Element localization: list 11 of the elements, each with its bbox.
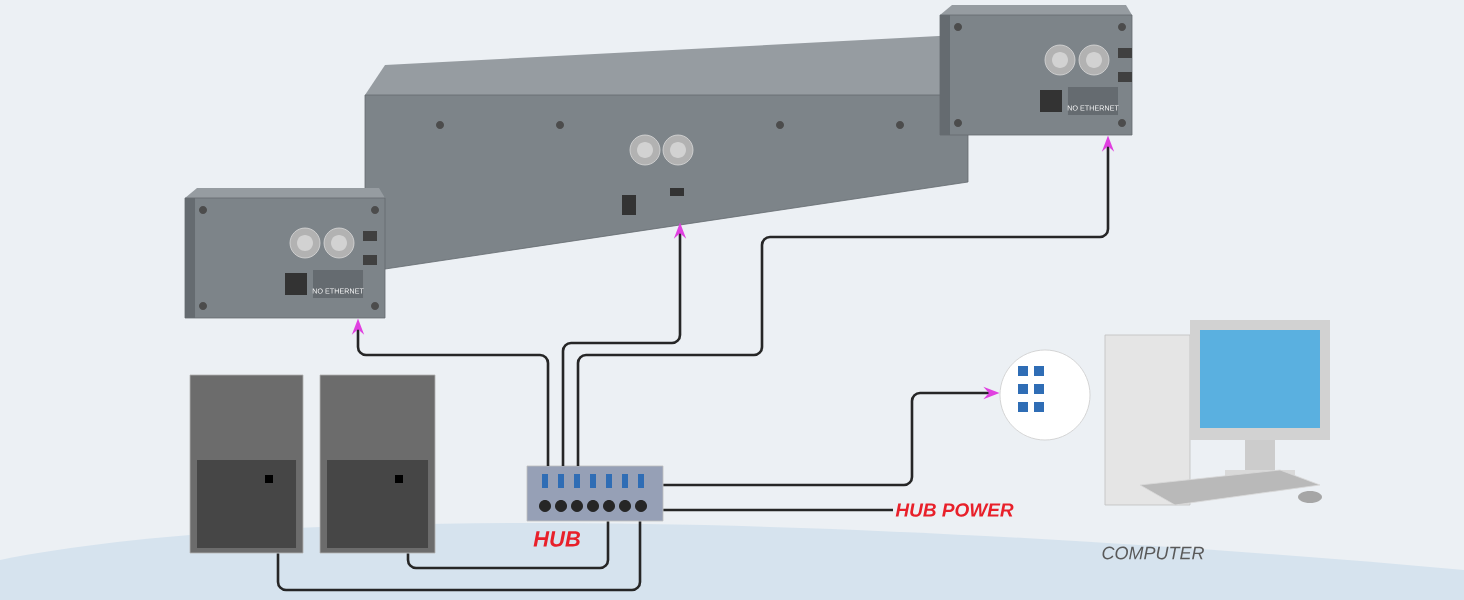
sensor-box-drawing [184, 188, 386, 319]
panel-drawing [189, 374, 304, 554]
usb-cable [663, 508, 893, 512]
hub-power-label: HUB POWER [895, 503, 1014, 517]
node-label: COMPUTER [1102, 546, 1204, 560]
usb-cable [276, 521, 642, 592]
panel-drawing [319, 374, 436, 554]
usb-hub: HUB [526, 465, 664, 547]
node-label: HUB [533, 531, 580, 547]
usb-cable [406, 521, 610, 570]
sensor-box-drawing [939, 5, 1133, 136]
